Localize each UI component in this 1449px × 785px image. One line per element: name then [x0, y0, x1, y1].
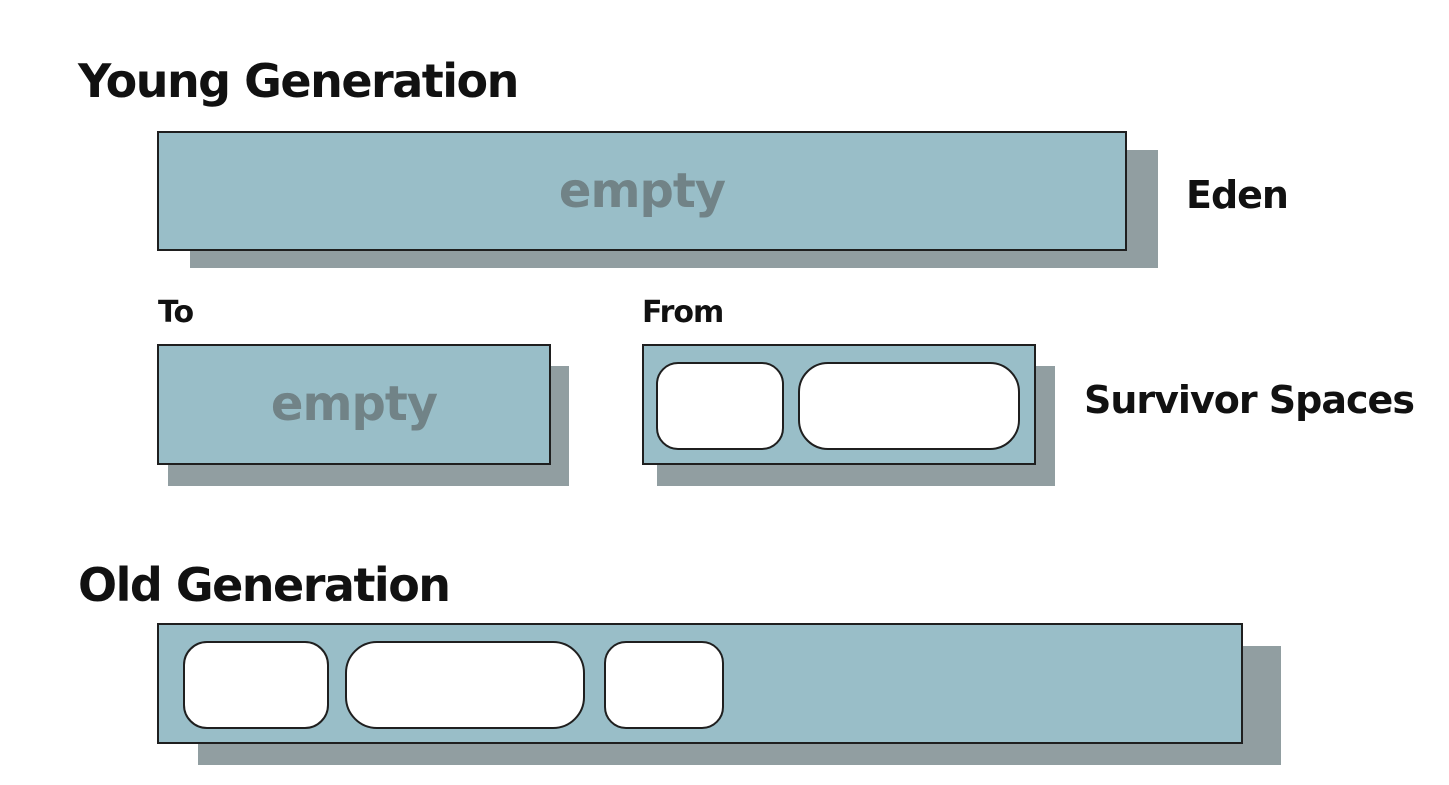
survivor-spaces-label: Survivor Spaces	[1084, 378, 1415, 422]
from-object-1	[656, 362, 784, 450]
eden-label: Eden	[1186, 173, 1289, 217]
young-generation-title: Young Generation	[78, 54, 519, 108]
from-box	[642, 344, 1036, 465]
from-label: From	[642, 295, 724, 330]
old-object-1	[183, 641, 329, 729]
eden-box: empty	[157, 131, 1127, 251]
old-generation-title: Old Generation	[78, 558, 451, 612]
to-empty-text: empty	[270, 376, 438, 432]
from-object-2	[798, 362, 1020, 450]
old-generation-box	[157, 623, 1243, 744]
old-object-2	[345, 641, 585, 729]
to-box: empty	[157, 344, 551, 465]
to-label: To	[158, 295, 194, 330]
eden-empty-text: empty	[558, 163, 726, 219]
old-object-3	[604, 641, 724, 729]
